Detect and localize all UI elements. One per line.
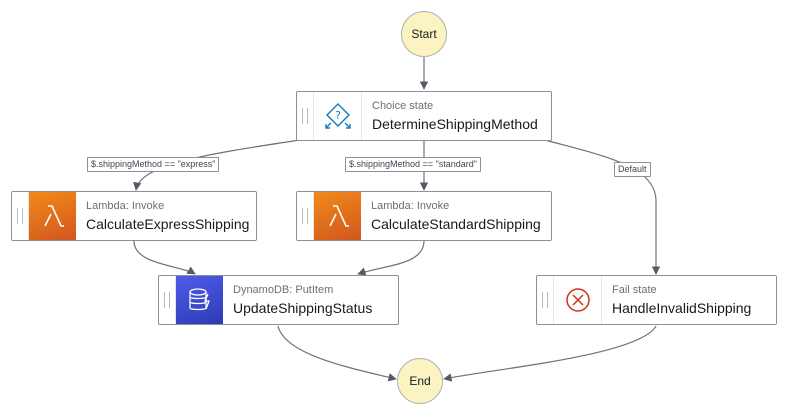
- edge-choice-to-fail: [544, 139, 661, 275]
- fail-icon: [554, 276, 602, 324]
- state-type-label: Fail state: [612, 283, 657, 296]
- edge-label-standard: $.shippingMethod == "standard": [345, 157, 481, 172]
- dynamodb-icon: [176, 276, 223, 324]
- state-name-label: DetermineShippingMethod: [372, 115, 538, 132]
- state-type-label: DynamoDB: PutItem: [233, 283, 334, 296]
- edge-update-to-end: [277, 325, 397, 382]
- state-type-label: Choice state: [372, 99, 434, 112]
- state-name-label: UpdateShippingStatus: [233, 299, 373, 316]
- drag-handle[interactable]: [537, 276, 554, 324]
- drag-handle[interactable]: [12, 192, 29, 240]
- end-state[interactable]: End: [397, 358, 443, 404]
- state-calculate-express-shipping[interactable]: Lambda: Invoke CalculateExpressShipping: [11, 191, 257, 241]
- choice-diamond-icon: ?: [314, 92, 362, 140]
- edge-express-to-update: [133, 240, 196, 275]
- drag-handle[interactable]: [159, 276, 176, 324]
- state-update-shipping-status[interactable]: DynamoDB: PutItem UpdateShippingStatus: [158, 275, 399, 325]
- start-label: Start: [411, 27, 437, 41]
- edge-label-express: $.shippingMethod == "express": [87, 157, 220, 172]
- end-label: End: [409, 374, 431, 388]
- state-handle-invalid-shipping[interactable]: Fail state HandleInvalidShipping: [536, 275, 777, 325]
- state-name-label: CalculateStandardShipping: [371, 215, 541, 232]
- state-name-label: HandleInvalidShipping: [612, 299, 752, 316]
- drag-handle[interactable]: [297, 92, 314, 140]
- edge-fail-to-end: [443, 325, 657, 382]
- lambda-icon: [29, 192, 76, 240]
- lambda-icon: [314, 192, 361, 240]
- drag-handle[interactable]: [297, 192, 314, 240]
- state-determine-shipping-method[interactable]: ? Choice state DetermineShippingMethod: [296, 91, 552, 141]
- state-name-label: CalculateExpressShipping: [86, 215, 250, 232]
- state-type-label: Lambda: Invoke: [86, 199, 165, 212]
- state-calculate-standard-shipping[interactable]: Lambda: Invoke CalculateStandardShipping: [296, 191, 552, 241]
- state-type-label: Lambda: Invoke: [371, 199, 450, 212]
- svg-text:?: ?: [335, 109, 341, 122]
- start-state[interactable]: Start: [401, 11, 447, 57]
- edge-standard-to-update: [357, 240, 425, 276]
- edge-label-default: Default: [614, 162, 651, 177]
